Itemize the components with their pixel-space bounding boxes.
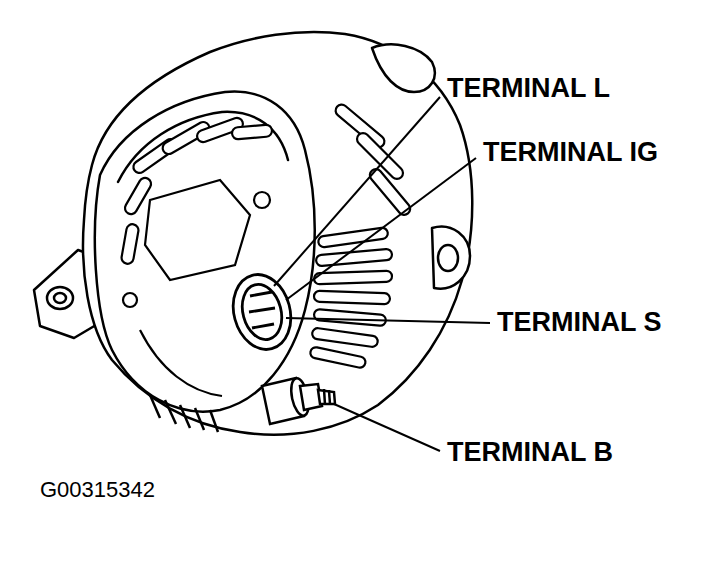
thread bbox=[329, 390, 330, 405]
fin bbox=[210, 410, 218, 432]
leader-line bbox=[286, 158, 476, 300]
vent-slot bbox=[232, 124, 273, 139]
connector-pin bbox=[249, 308, 275, 312]
connector-pin bbox=[250, 292, 272, 296]
connector-pin bbox=[252, 324, 274, 328]
mounting-ear bbox=[372, 44, 435, 92]
vent-slot bbox=[309, 346, 366, 368]
terminal-stud bbox=[318, 390, 335, 404]
bolt bbox=[123, 293, 137, 307]
mounting-hole bbox=[438, 245, 458, 271]
terminal-label: TERMINAL S bbox=[497, 309, 662, 336]
terminal-label: TERMINAL L bbox=[447, 75, 610, 102]
fin bbox=[195, 408, 204, 430]
vent-slot bbox=[121, 223, 140, 264]
mounting-ear bbox=[432, 227, 470, 289]
fin bbox=[165, 400, 176, 424]
vent-slot bbox=[314, 291, 390, 305]
rear-cover-rim bbox=[118, 112, 288, 182]
rear-cover bbox=[95, 92, 315, 412]
vent-slot bbox=[311, 327, 378, 347]
cover-detail bbox=[145, 180, 250, 280]
cover-detail bbox=[140, 330, 222, 396]
bolt bbox=[254, 192, 270, 208]
terminal-label: TERMINAL IG bbox=[483, 139, 658, 166]
vent-slot bbox=[314, 309, 387, 326]
connector-plug bbox=[225, 268, 299, 356]
mounting-hole bbox=[54, 293, 66, 303]
alternator-housing bbox=[83, 32, 472, 435]
vent-slot bbox=[316, 249, 393, 267]
leader-line bbox=[286, 318, 490, 323]
thread bbox=[324, 389, 325, 405]
figure-number: G00315342 bbox=[40, 479, 155, 501]
connector-plug bbox=[236, 280, 287, 344]
fin bbox=[150, 395, 160, 418]
leader-line bbox=[334, 404, 440, 451]
mounting-hole bbox=[47, 287, 73, 309]
fin bbox=[180, 405, 190, 428]
leader-line bbox=[274, 97, 440, 286]
terminal-label: TERMINAL B bbox=[447, 439, 613, 466]
vent-slot bbox=[314, 271, 392, 285]
